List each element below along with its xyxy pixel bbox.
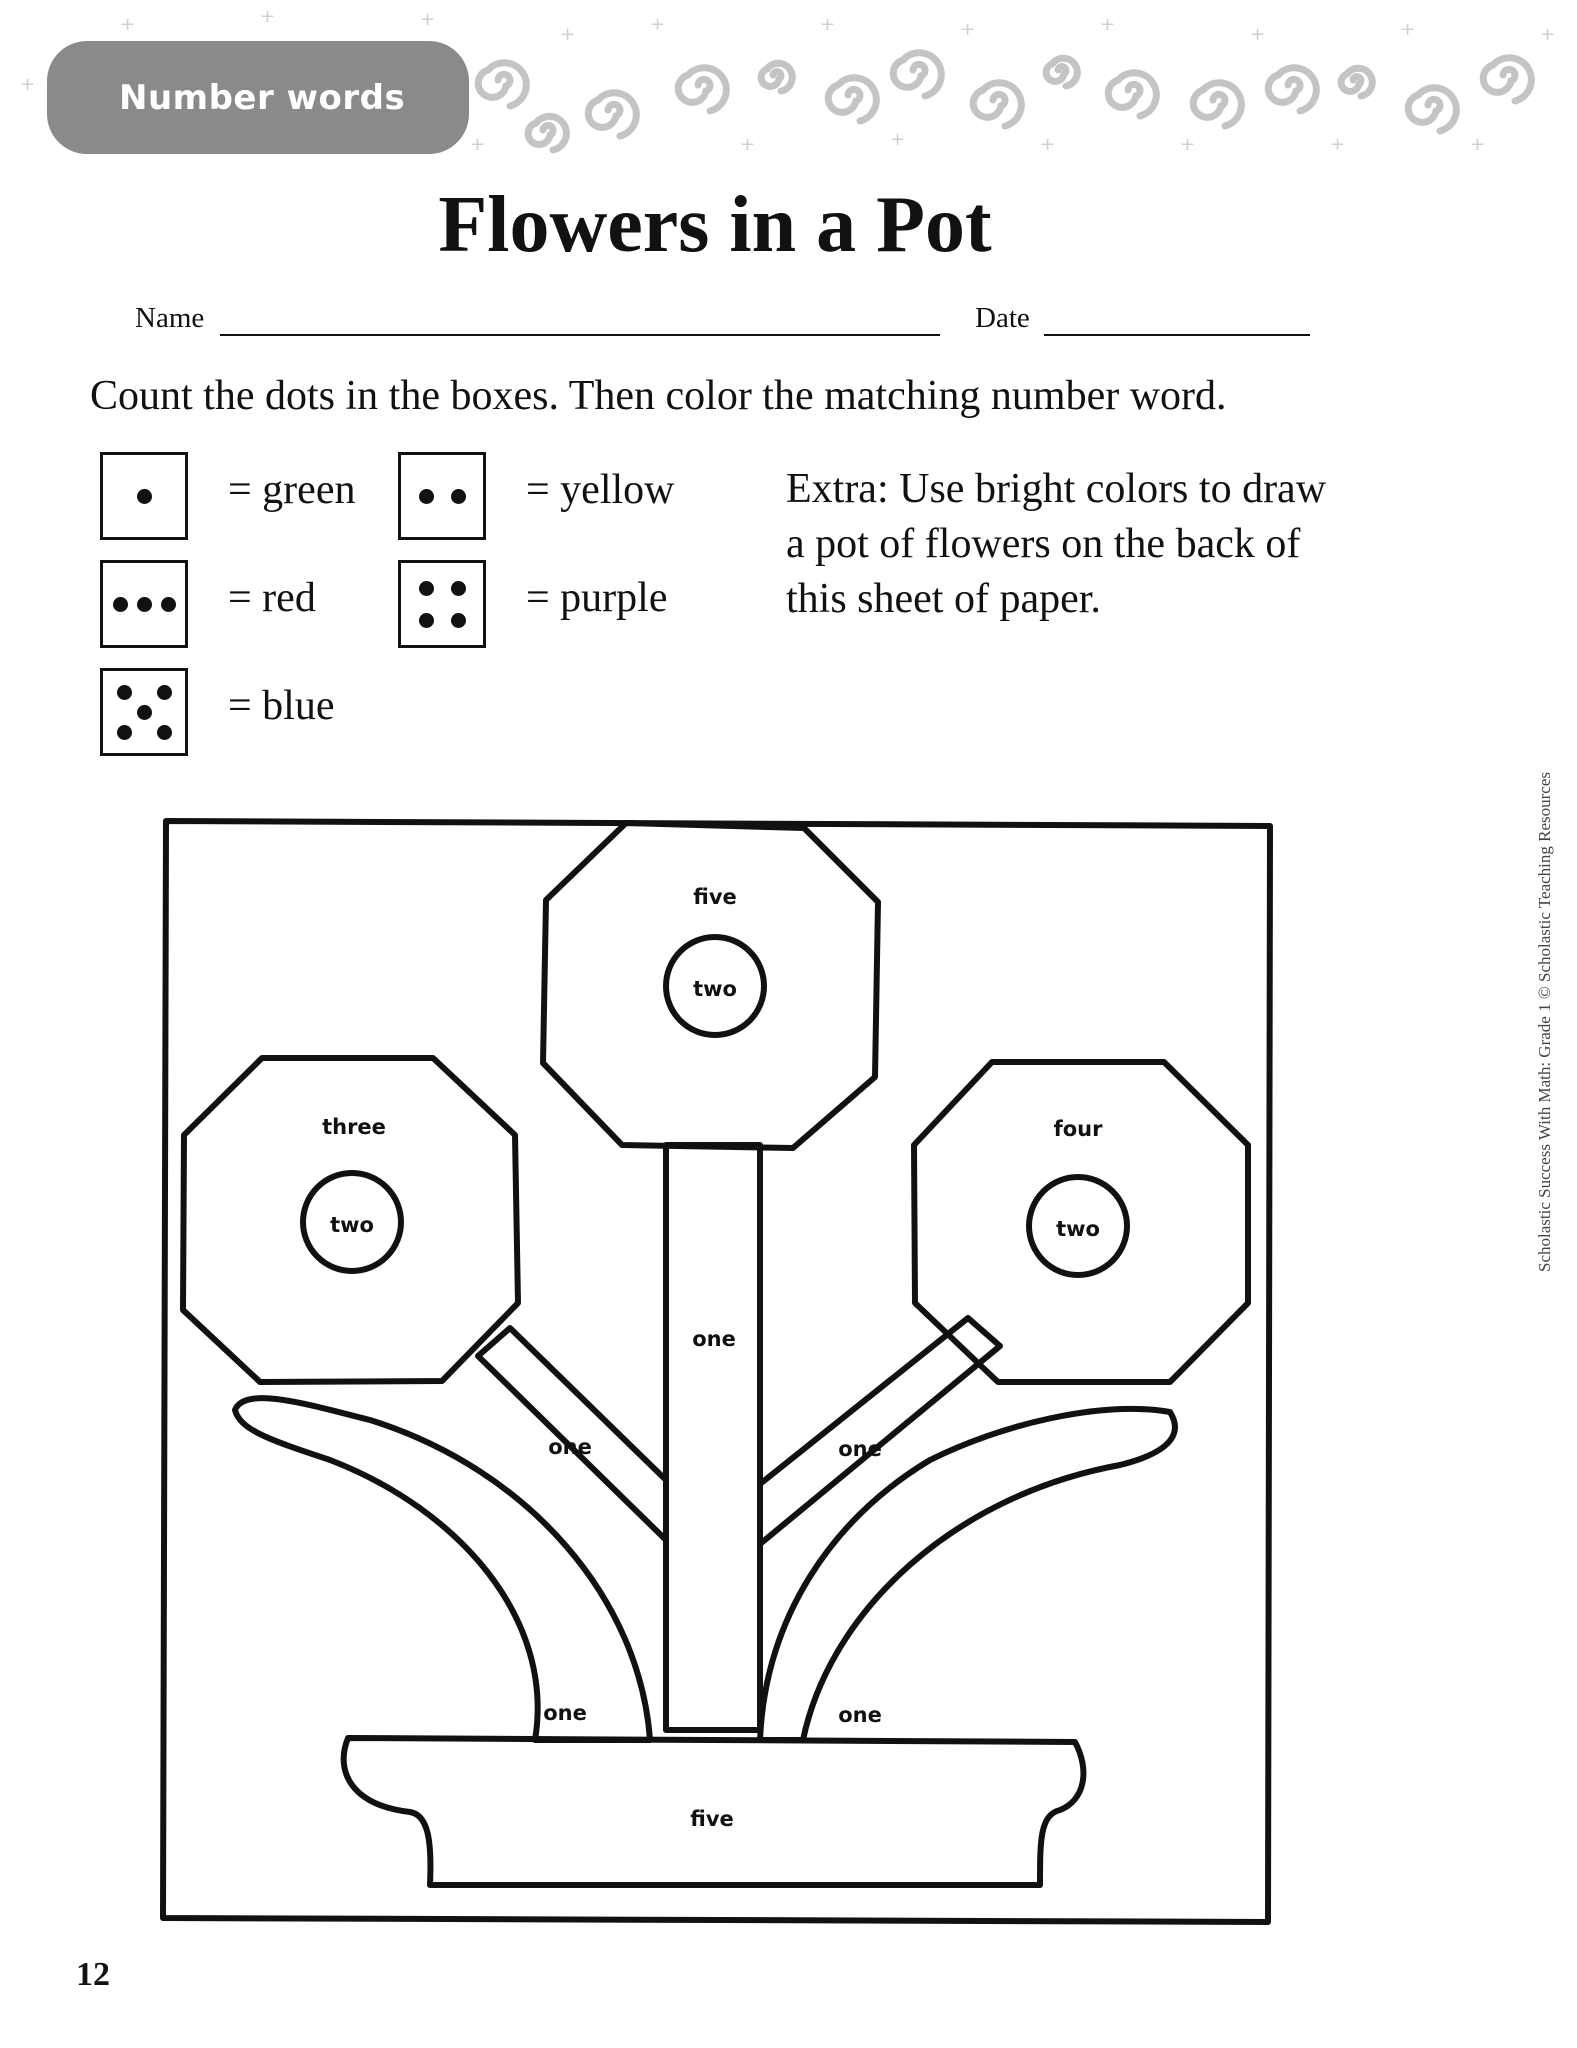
- svg-text:+: +: [1470, 134, 1485, 155]
- word-top-flower-center: two: [693, 977, 737, 1001]
- left-stem[interactable]: [475, 1325, 669, 1543]
- svg-text:+: +: [960, 19, 975, 40]
- top-flower-petals[interactable]: [540, 820, 881, 1151]
- right-flower-petals[interactable]: [911, 1059, 1251, 1385]
- svg-text:+: +: [740, 134, 755, 155]
- dot: [451, 489, 466, 504]
- section-tab: Number words: [47, 41, 469, 154]
- pot[interactable]: [340, 1735, 1087, 1888]
- page-number: 12: [76, 1956, 110, 1993]
- left-flower-center[interactable]: [300, 1170, 404, 1274]
- svg-text:+: +: [1100, 14, 1115, 35]
- date-label: Date: [975, 302, 1030, 334]
- svg-text:+: +: [560, 24, 575, 45]
- key-label-yellow: = yellow: [526, 467, 675, 513]
- dot: [161, 597, 176, 612]
- name-line[interactable]: [220, 334, 940, 336]
- right-flower-center[interactable]: [1026, 1174, 1130, 1278]
- svg-text:+: +: [120, 14, 135, 35]
- dot-box-three: [100, 560, 188, 648]
- word-right-flower-center: two: [1056, 1217, 1100, 1241]
- key-label-green: = green: [228, 467, 356, 513]
- word-right-flower-petals: four: [1054, 1117, 1104, 1141]
- name-label: Name: [135, 302, 205, 334]
- dot: [157, 725, 172, 740]
- side-credit: Scholastic Success With Math: Grade 1 © …: [1535, 772, 1554, 1272]
- key-label-blue: = blue: [228, 683, 335, 729]
- svg-text:+: +: [1180, 134, 1195, 155]
- dot: [137, 489, 152, 504]
- right-stem[interactable]: [757, 1315, 1003, 1547]
- svg-text:+: +: [260, 6, 275, 27]
- svg-text:+: +: [1400, 19, 1415, 40]
- right-leaf[interactable]: [757, 1405, 1178, 1743]
- dot: [451, 613, 466, 628]
- svg-text:+: +: [890, 129, 905, 150]
- word-right-leaf: one: [838, 1703, 882, 1727]
- word-left-flower-petals: three: [322, 1115, 386, 1139]
- dot: [117, 685, 132, 700]
- dot: [419, 489, 434, 504]
- key-label-red: = red: [228, 575, 316, 621]
- dot: [137, 597, 152, 612]
- dot-box-five: [100, 668, 188, 756]
- dot: [419, 581, 434, 596]
- top-flower-center[interactable]: [663, 934, 767, 1038]
- word-top-flower-petals: five: [693, 885, 737, 909]
- svg-text:+: +: [470, 134, 485, 155]
- svg-text:+: +: [20, 74, 35, 95]
- dot-box-two: [398, 452, 486, 540]
- instructions: Count the dots in the boxes. Then color …: [90, 373, 1227, 419]
- key-label-purple: = purple: [526, 575, 668, 621]
- header-swirl-decoration: + + + + + + + + + + + + + + + + + + +: [20, 6, 1555, 155]
- svg-text:+: +: [1040, 134, 1055, 155]
- word-left-stem: one: [548, 1435, 592, 1459]
- word-left-flower-center: two: [330, 1213, 374, 1237]
- dot: [137, 705, 152, 720]
- page-title: Flowers in a Pot: [438, 181, 992, 269]
- dot-box-one: [100, 452, 188, 540]
- dot: [157, 685, 172, 700]
- dot: [117, 725, 132, 740]
- center-stem[interactable]: [663, 1142, 763, 1733]
- word-left-leaf: one: [543, 1701, 587, 1725]
- dot: [113, 597, 128, 612]
- picture-frame: [160, 818, 1273, 1925]
- svg-text:+: +: [1540, 24, 1555, 45]
- word-right-stem: one: [838, 1437, 882, 1461]
- svg-text:+: +: [420, 9, 435, 30]
- extra-activity-text: Extra: Use bright colors to draw a pot o…: [786, 466, 1327, 622]
- left-leaf[interactable]: [232, 1395, 653, 1743]
- dot: [451, 581, 466, 596]
- svg-text:+: +: [1330, 134, 1345, 155]
- word-pot: five: [690, 1807, 734, 1831]
- dot-box-four: [398, 560, 486, 648]
- date-line[interactable]: [1044, 334, 1310, 336]
- left-flower-petals[interactable]: [180, 1055, 521, 1385]
- dot: [419, 613, 434, 628]
- svg-text:+: +: [1250, 24, 1265, 45]
- word-center-stem: one: [692, 1327, 736, 1351]
- svg-text:+: +: [650, 14, 665, 35]
- svg-text:+: +: [820, 14, 835, 35]
